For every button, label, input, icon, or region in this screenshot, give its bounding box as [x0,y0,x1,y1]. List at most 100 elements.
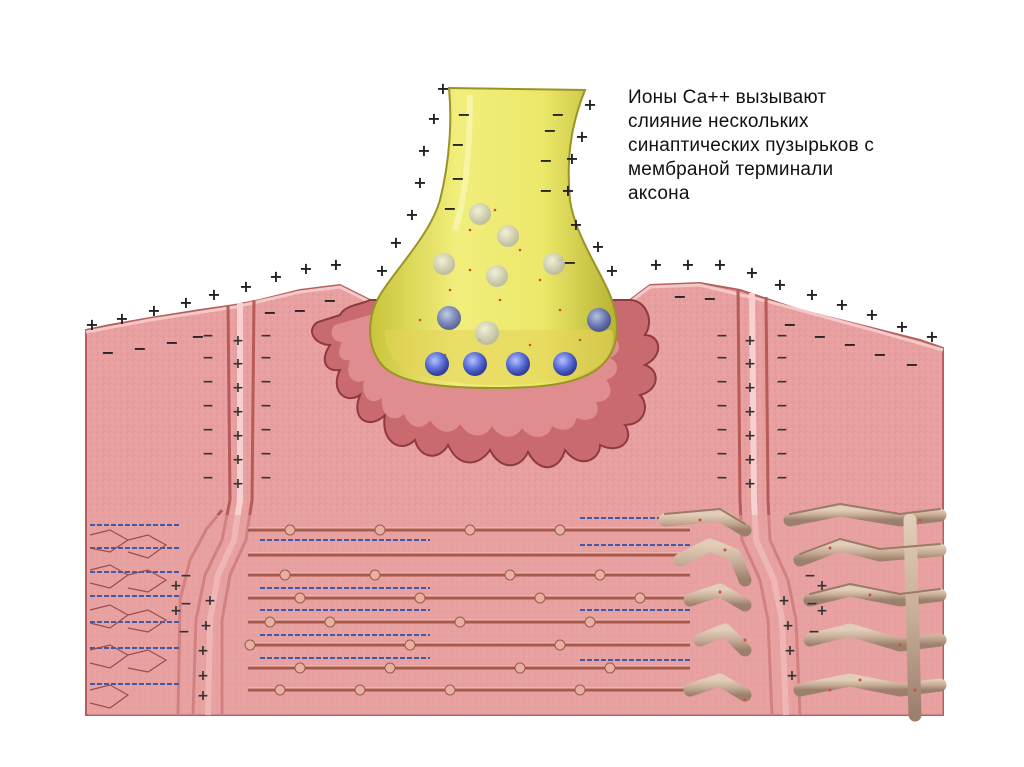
svg-text:+: + [200,618,212,634]
svg-text:−: − [260,422,272,438]
svg-text:+: + [713,255,726,274]
caption-line: Ионы Са++ вызывают [628,87,827,108]
svg-text:−: − [703,289,716,308]
svg-text:+: + [232,404,244,420]
svg-text:−: − [202,470,214,486]
svg-text:+: + [239,277,252,296]
svg-text:+: + [816,603,828,619]
svg-text:−: − [202,446,214,462]
svg-text:+: + [773,275,786,294]
svg-text:−: − [716,422,728,438]
svg-text:−: − [776,470,788,486]
svg-text:+: + [575,127,588,146]
svg-text:−: − [776,422,788,438]
svg-text:+: + [925,327,938,346]
svg-text:+: + [784,643,796,659]
svg-text:−: − [293,301,306,320]
svg-text:−: − [905,355,918,374]
svg-text:−: − [776,446,788,462]
svg-text:−: − [101,343,114,362]
svg-text:+: + [232,380,244,396]
svg-text:−: − [451,135,464,154]
svg-text:−: − [806,596,818,612]
svg-text:−: − [260,350,272,366]
svg-text:+: + [805,285,818,304]
svg-text:−: − [539,151,552,170]
svg-text:−: − [776,350,788,366]
svg-text:−: − [813,327,826,346]
svg-text:−: − [543,121,556,140]
svg-text:−: − [443,199,456,218]
svg-text:+: + [816,578,828,594]
myofibrils [248,528,690,692]
membrane-charges-sarcolemma: + + + + + + + + + + + + + + + + + + + [85,255,938,346]
svg-text:+: + [744,380,756,396]
svg-text:+: + [744,333,756,349]
svg-text:−: − [191,327,204,346]
svg-text:+: + [147,301,160,320]
svg-text:−: − [716,398,728,414]
svg-text:+: + [744,452,756,468]
svg-text:−: − [716,350,728,366]
svg-text:+: + [329,255,342,274]
svg-text:+: + [565,149,578,168]
svg-text:+: + [865,305,878,324]
svg-text:+: + [778,593,790,609]
svg-text:+: + [170,578,182,594]
svg-text:−: − [673,287,686,306]
svg-text:+: + [744,404,756,420]
svg-text:+: + [605,261,618,280]
svg-text:−: − [202,374,214,390]
svg-text:+: + [782,618,794,634]
svg-text:+: + [179,293,192,312]
svg-text:+: + [744,356,756,372]
svg-text:+: + [232,333,244,349]
svg-text:+: + [232,452,244,468]
svg-text:+: + [745,263,758,282]
svg-text:−: − [716,470,728,486]
svg-text:+: + [569,215,582,234]
svg-text:+: + [207,285,220,304]
svg-text:+: + [375,261,388,280]
caption-line: синаптических пузырьков с [628,135,875,156]
svg-text:+: + [417,141,430,160]
svg-text:+: + [427,109,440,128]
svg-text:+: + [232,476,244,492]
svg-text:−: − [804,568,816,584]
svg-text:−: − [260,398,272,414]
svg-text:−: − [165,333,178,352]
thin-filaments [90,517,690,685]
svg-text:−: − [776,328,788,344]
svg-text:−: − [260,374,272,390]
svg-text:+: + [413,173,426,192]
svg-text:+: + [591,237,604,256]
svg-text:+: + [85,315,98,334]
svg-text:+: + [299,259,312,278]
axon-terminal [369,86,618,390]
svg-text:+: + [436,79,449,98]
svg-text:−: − [180,568,192,584]
svg-text:−: − [260,446,272,462]
svg-text:−: − [202,398,214,414]
svg-text:−: − [180,596,192,612]
svg-text:+: + [269,267,282,286]
svg-text:−: − [783,315,796,334]
svg-text:−: − [260,328,272,344]
svg-text:−: − [808,624,820,640]
svg-text:+: + [405,205,418,224]
svg-text:−: − [539,181,552,200]
svg-text:+: + [232,356,244,372]
svg-text:+: + [744,476,756,492]
svg-text:−: − [873,345,886,364]
svg-text:+: + [649,255,662,274]
svg-text:+: + [681,255,694,274]
caption-text: Ионы Са++ вызывают слияние нескольких си… [628,86,968,206]
svg-text:−: − [551,105,564,124]
svg-text:−: − [563,253,576,272]
svg-text:−: − [776,374,788,390]
svg-text:+: + [561,181,574,200]
svg-text:+: + [197,643,209,659]
svg-text:−: − [716,446,728,462]
svg-text:−: − [776,398,788,414]
